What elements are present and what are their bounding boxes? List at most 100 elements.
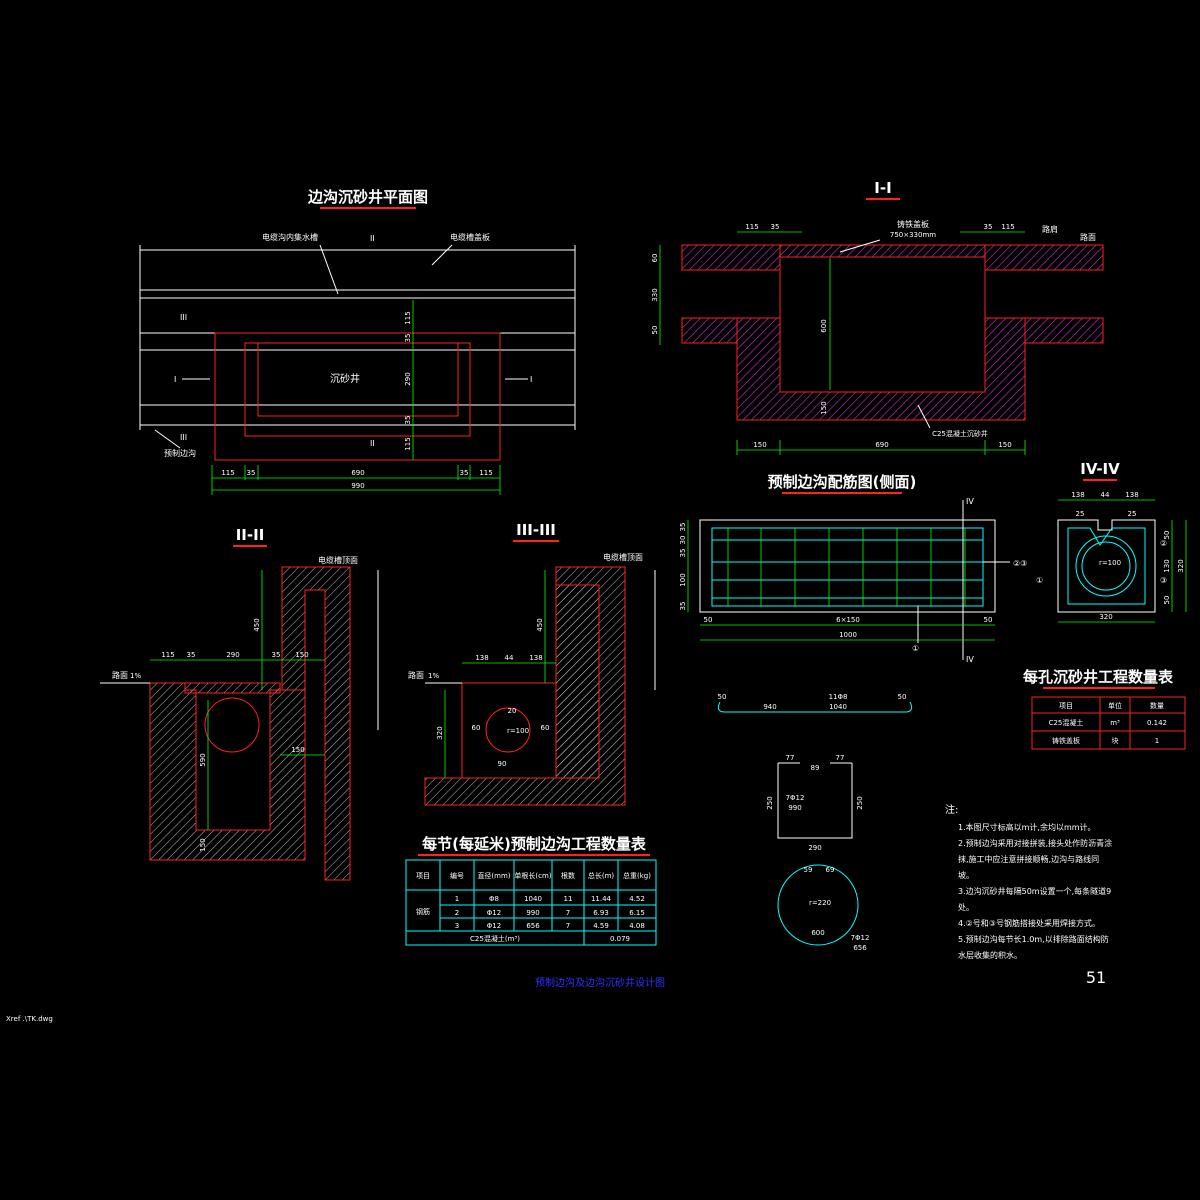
rebar-dim-l3: 35 (679, 549, 687, 558)
qty-h-6: 总重(kg) (623, 871, 651, 880)
sec4-mark-1: ① (1036, 576, 1043, 585)
sec1-dim-depth: 600 (820, 319, 828, 332)
bar1-shape (717, 701, 913, 713)
sec3-dim-t2: 44 (505, 654, 514, 662)
sec1-dim-l1: 60 (651, 254, 659, 263)
qty-table-title: 每节(每延米)预制边沟工程数量表 (422, 835, 647, 853)
sec2-dim-t4: 35 (272, 651, 281, 659)
sec-mark-I-right: I (530, 375, 532, 384)
note-line-1: 1.本图尺寸标高以m计,余均以mm计。 (958, 822, 1096, 832)
qty-r2-c5: 4.08 (629, 922, 645, 930)
well-r1-c2: 1 (1155, 737, 1159, 745)
xref-label: Xref .\TK.dwg (6, 1015, 53, 1023)
note-line-6: 处。 (958, 902, 974, 912)
qty-h-0: 项目 (416, 872, 430, 880)
bar1-left: 50 (718, 693, 727, 701)
sec-mark-III-bottom: III (180, 433, 187, 442)
bar1-right: 50 (898, 693, 907, 701)
qty-r0-c4: 11.44 (591, 895, 612, 903)
qty-r1-c2: 990 (526, 909, 539, 917)
note-line-5: 3.边沟沉砂井每隔50m设置一个,每条隧道9 (958, 886, 1111, 896)
rebar-mark-1: ① (912, 644, 919, 653)
sec4-mark-2: ② (1160, 539, 1167, 548)
sec4-dim-t3: 138 (1125, 491, 1138, 499)
sec2-body (149, 682, 306, 861)
sec-mark-III-top: III (180, 313, 187, 322)
sec3-dim-c: 90 (498, 760, 507, 768)
bar2-len: 990 (788, 804, 801, 812)
sec4-dim-t1: 138 (1071, 491, 1084, 499)
sec4-title: IV-IV (1080, 460, 1120, 478)
bar2-top-l: 77 (786, 754, 795, 762)
note-line-4: 坡。 (958, 870, 974, 880)
bar2-right: 250 (856, 796, 864, 809)
sec3-label-road: 路面 (408, 670, 424, 680)
qty-r2-c0: 3 (455, 922, 459, 930)
sec1-dim-base: 150 (820, 401, 828, 414)
bar3-top-l: 59 (804, 866, 813, 874)
sec4-dim-i2: 25 (1128, 510, 1137, 518)
rebar-sec-top: IV (966, 497, 974, 506)
sec4-outline (1057, 519, 1156, 613)
sec1-dim-b1: 150 (753, 441, 766, 449)
sec2-dim-h3: 150 (199, 838, 207, 851)
bar2-shape (777, 763, 853, 839)
bar3-len: 656 (853, 944, 867, 952)
sec2-dim-t2: 35 (187, 651, 196, 659)
well-r1-c0: 铸铁盖板 (1052, 736, 1080, 745)
qty-concrete-value: 0.079 (610, 935, 630, 943)
qty-h-1: 编号 (450, 871, 464, 880)
sec2-dim-h4: 150 (291, 746, 304, 754)
qty-r1-c1: Φ12 (487, 909, 501, 917)
sec-mark-II-top: II (370, 234, 375, 243)
well-r0-c1: m³ (1110, 719, 1120, 727)
plan-dim-r3: 290 (404, 372, 412, 385)
well-h-1: 单位 (1108, 701, 1122, 710)
plan-dim-r1: 115 (404, 311, 412, 324)
plan-dim-b1: 115 (221, 469, 234, 477)
sec2-label-top: 电缆槽顶面 (318, 555, 358, 565)
plan-dim-r5: 115 (404, 437, 412, 450)
plan-dim-b3: 690 (351, 469, 364, 477)
well-table: 每孔沉砂井工程数量表 项目 单位 数量 C25混凝土 m³ 0.142 铸铁盖板… (1023, 668, 1186, 750)
sec3-pipe (485, 707, 531, 753)
sec1-label-concrete: C25混凝土沉砂井 (932, 429, 988, 438)
qty-group: 钢筋 (416, 907, 430, 916)
note-line-8: 5.预制边沟每节长1.0m,以排除路面结构防 (958, 934, 1109, 944)
plan-view: 边沟沉砂井平面图 沉砂井 电缆沟内集水槽 电缆槽盖板 预制边沟 II II II… (139, 188, 576, 495)
note-line-2: 2.预制边沟采用对接拼装,接头处作防沥青涂 (958, 838, 1112, 848)
rebar-dim-b1: 50 (704, 616, 713, 624)
qty-r0-c1: Φ8 (489, 895, 499, 903)
bar3-shape (777, 864, 859, 946)
qty-r0-c3: 11 (564, 895, 573, 903)
sec1-dim-b3: 150 (998, 441, 1011, 449)
rebar-dim-b3: 50 (984, 616, 993, 624)
label-ditch: 预制边沟 (164, 448, 196, 458)
qty-r1-c0: 2 (455, 909, 459, 917)
sec2-label-road: 路面 (112, 670, 128, 680)
sec3-ditch (461, 682, 557, 779)
sec1-dim-tr2: 115 (1001, 223, 1014, 231)
bar1-spec: 11Φ8 (829, 693, 848, 701)
note-line-7: 4.②号和③号钢筋搭接处采用焊接方式。 (958, 918, 1100, 928)
rebar-dim-l4: 100 (679, 573, 687, 586)
plan-dim-b4: 35 (460, 469, 469, 477)
sec1-title: I-I (874, 179, 891, 197)
page-number: 51 (1086, 968, 1106, 987)
label-cover: 电缆槽盖板 (450, 232, 490, 242)
plan-dim-r4: 35 (404, 416, 412, 425)
sec3-dim-a: 60 (472, 724, 481, 732)
sec2-dim-t3: 290 (226, 651, 239, 659)
plan-dim-b2: 35 (247, 469, 256, 477)
bar2-top-m: 89 (811, 764, 820, 772)
plan-title: 边沟沉砂井平面图 (307, 188, 428, 206)
rebar-elevation: 预制边沟配筋图(侧面) IV IV 35 30 35 100 35 50 6×1… (679, 473, 1027, 664)
qty-r1-c4: 6.93 (593, 909, 609, 917)
sec3-dim-t1: 138 (475, 654, 488, 662)
sec1-dim-l2: 330 (651, 288, 659, 301)
qty-r2-c2: 656 (526, 922, 540, 930)
sec4-dim-r: r=100 (1099, 559, 1121, 567)
bar3-bottom: 600 (811, 929, 824, 937)
well-r0-c2: 0.142 (1147, 719, 1167, 727)
